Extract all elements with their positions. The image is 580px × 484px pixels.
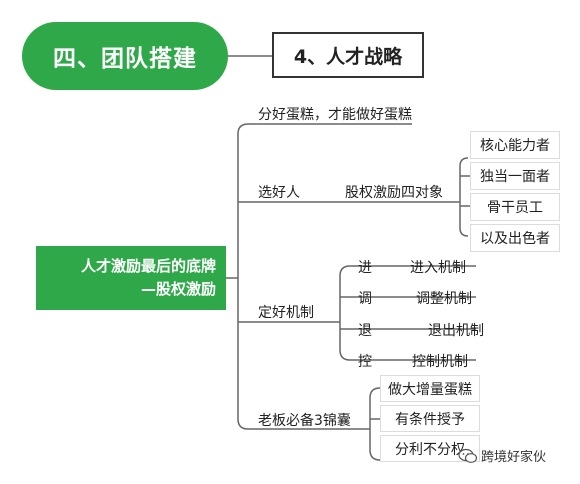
mechanism-value-adjust: 调整机制 bbox=[416, 291, 472, 307]
subsection-title: 4、人才战略 bbox=[272, 32, 424, 78]
mechanism-key-adjust: 调 bbox=[358, 291, 372, 307]
mechanism-key-control: 控 bbox=[358, 354, 372, 370]
branch-select-people-label: 选好人 bbox=[258, 185, 300, 201]
mechanism-key-exit: 退 bbox=[358, 323, 372, 339]
section-title: 四、团队搭建 bbox=[22, 22, 228, 90]
target-backbone-staff: 骨干员工 bbox=[470, 193, 560, 221]
branch-mechanism-label: 定好机制 bbox=[258, 305, 314, 321]
mechanism-key-in: 进 bbox=[358, 260, 372, 276]
branch-select-people-sub: 股权激励四对象 bbox=[345, 185, 443, 201]
branch-tips-label: 老板必备3锦囊 bbox=[258, 413, 351, 429]
branch-cake-label: 分好蛋糕，才能做好蛋糕 bbox=[258, 107, 412, 123]
target-core-ability: 核心能力者 bbox=[470, 131, 560, 159]
watermark-text: 跨境好家伙 bbox=[481, 450, 547, 465]
root-line-1: 人才激励最后的底牌 bbox=[80, 257, 216, 275]
mechanism-value-control: 控制机制 bbox=[412, 354, 468, 370]
root-line-2: —股权激励 bbox=[140, 280, 216, 298]
mechanism-value-in: 进入机制 bbox=[410, 260, 466, 276]
tip-conditional-grant: 有条件授予 bbox=[380, 405, 480, 432]
target-outstanding: 以及出色者 bbox=[470, 224, 560, 252]
target-independent: 独当一面者 bbox=[470, 162, 560, 190]
mechanism-value-exit: 退出机制 bbox=[428, 323, 484, 339]
wechat-icon bbox=[458, 448, 478, 463]
root-node: 人才激励最后的底牌 —股权激励 bbox=[36, 246, 226, 310]
watermark: 跨境好家伙 bbox=[458, 446, 546, 465]
tip-grow-cake: 做大增量蛋糕 bbox=[380, 375, 480, 402]
